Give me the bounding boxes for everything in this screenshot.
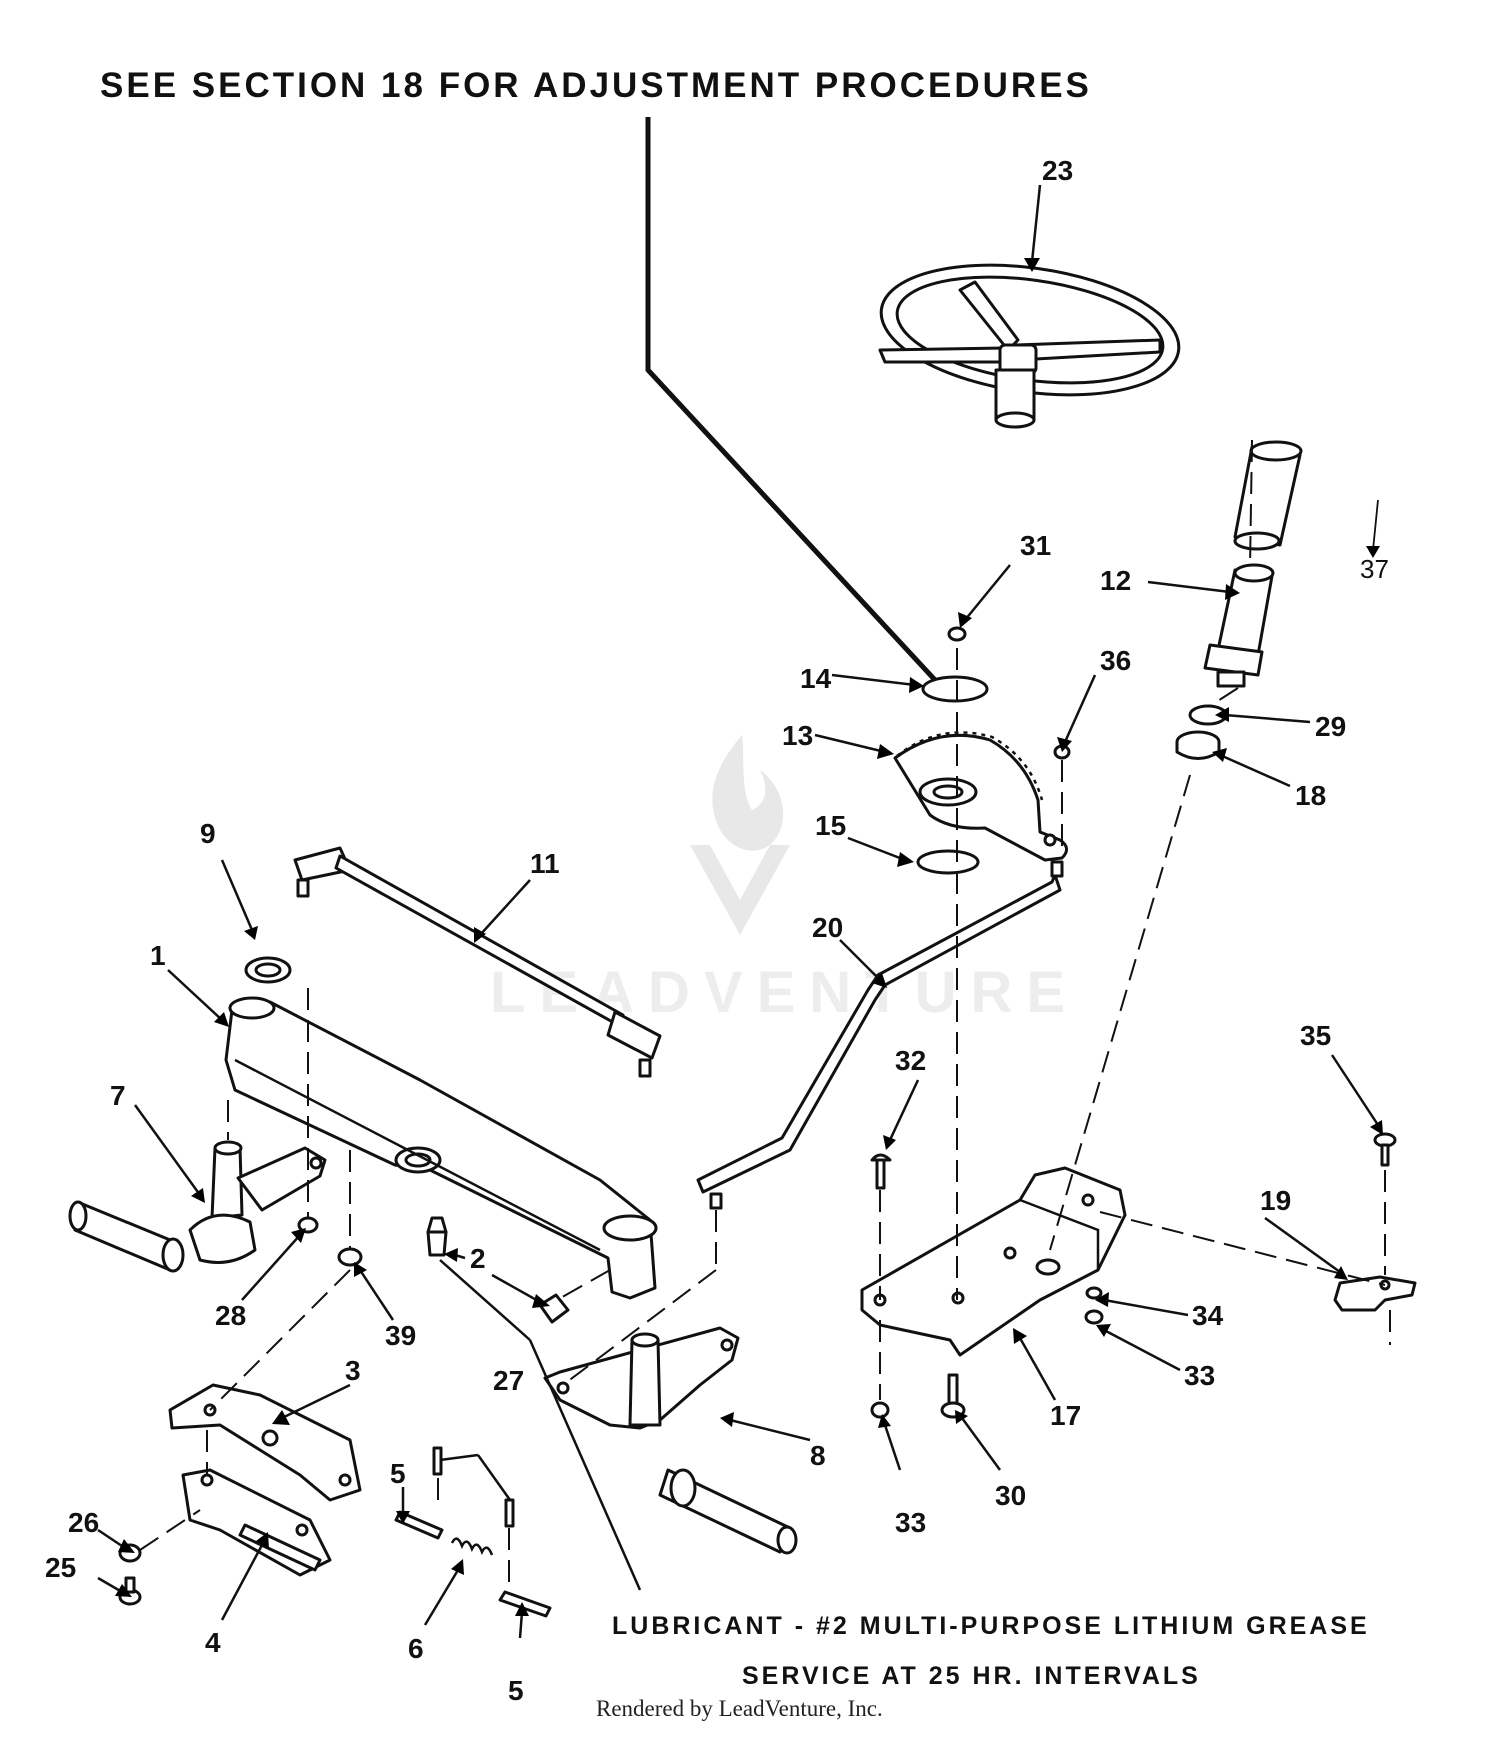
adjustment-note: SEE SECTION 18 FOR ADJUSTMENT PROCEDURES (100, 66, 1092, 105)
service-interval-note: SERVICE AT 25 HR. INTERVALS (742, 1662, 1201, 1690)
nut-33a (870, 1401, 890, 1419)
callout-35: 35 (1300, 1020, 1331, 1051)
callout-19: 19 (1260, 1185, 1291, 1216)
callout-32: 32 (895, 1045, 926, 1076)
roll-pin-27b (504, 1498, 515, 1528)
callout-33-bottom: 33 (895, 1507, 926, 1538)
callout-2: 2 (470, 1243, 486, 1274)
pivot-pin-5a (394, 1510, 444, 1540)
callout-30: 30 (995, 1480, 1026, 1511)
watermark-logo (690, 735, 790, 935)
callout-28: 28 (215, 1300, 246, 1331)
pivot-bracket-4 (181, 1468, 332, 1577)
callout-12: 12 (1100, 565, 1131, 596)
lubricant-note: LUBRICANT - #2 MULTI-PURPOSE LITHIUM GRE… (612, 1612, 1370, 1640)
callout-numbers: 23 31 36 12 37 14 13 29 18 15 20 11 9 1 … (45, 155, 1389, 1706)
callout-26: 26 (68, 1507, 99, 1538)
callout-39: 39 (385, 1320, 416, 1351)
callout-37: 37 (1360, 554, 1389, 584)
washer-15 (916, 849, 980, 875)
spring-6 (450, 1537, 494, 1556)
callout-9: 9 (200, 818, 216, 849)
callout-33-right: 33 (1184, 1360, 1215, 1391)
callout-leaders (97, 184, 1383, 1639)
adjustment-pointer-line (645, 117, 937, 682)
nut-33b (1084, 1309, 1104, 1325)
bolt-35 (1373, 1132, 1397, 1167)
callout-5-upper: 5 (390, 1458, 406, 1489)
nut-31 (947, 626, 967, 642)
callout-1: 1 (150, 940, 166, 971)
callout-11: 11 (530, 848, 560, 879)
bolt-30 (940, 1373, 966, 1419)
spindle-7 (68, 1140, 327, 1273)
washer-14 (921, 675, 989, 703)
callout-14: 14 (800, 663, 832, 694)
render-credit: Rendered by LeadVenture, Inc. (596, 1696, 883, 1721)
callout-20: 20 (812, 912, 843, 943)
callout-34: 34 (1192, 1300, 1224, 1331)
steering-shaft (1203, 563, 1275, 688)
callout-7: 7 (110, 1080, 126, 1111)
bolt-32 (870, 1153, 892, 1190)
retaining-ring-9 (244, 956, 292, 984)
callout-17: 17 (1050, 1400, 1081, 1431)
callout-3: 3 (345, 1355, 361, 1386)
callout-31: 31 (1020, 530, 1051, 561)
pivot-pin-5b (498, 1590, 552, 1618)
roll-pin-27a (432, 1446, 443, 1476)
steering-column-tube (1233, 440, 1303, 551)
callout-36: 36 (1100, 645, 1131, 676)
callout-29: 29 (1315, 711, 1346, 742)
tie-rod-11 (293, 846, 662, 1078)
washer-39 (337, 1247, 363, 1267)
callout-6: 6 (408, 1633, 424, 1664)
grease-fitting-2a (426, 1216, 448, 1257)
support-plate-17 (860, 1166, 1127, 1357)
callout-8: 8 (810, 1440, 826, 1471)
callout-23: 23 (1042, 155, 1073, 186)
bracket-19 (1333, 1275, 1417, 1312)
callout-15: 15 (815, 810, 846, 841)
axle-support-3 (168, 1383, 362, 1502)
bushing-18 (1175, 730, 1221, 760)
callout-18: 18 (1295, 780, 1326, 811)
callout-4: 4 (205, 1627, 221, 1658)
spindle-8 (543, 1326, 798, 1555)
callout-25: 25 (45, 1552, 76, 1583)
sector-gear-13 (893, 731, 1068, 862)
callout-5-lower: 5 (508, 1675, 524, 1706)
callout-27: 27 (493, 1365, 524, 1396)
washer-34 (1085, 1286, 1103, 1300)
steering-wheel (878, 263, 1181, 429)
drag-link-20 (696, 860, 1064, 1210)
assembly-lines (139, 439, 1391, 1592)
callout-13: 13 (782, 720, 813, 751)
front-axle-1 (224, 996, 658, 1300)
grease-fitting-2b (538, 1293, 570, 1324)
